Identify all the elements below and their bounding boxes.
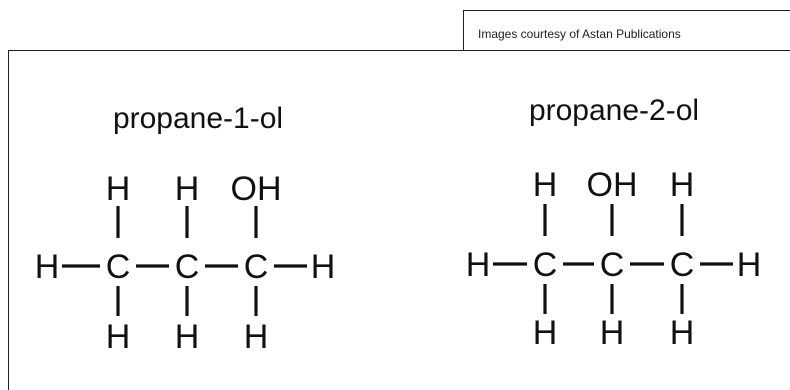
atom-carbon-1: C xyxy=(533,246,558,284)
atom-carbon-2: C xyxy=(600,246,625,284)
atom-left: H xyxy=(35,248,60,286)
atom-carbon-1: C xyxy=(106,248,131,286)
molecule-propane-1-ol: propane-1-ol H H OH H C C C H H H H xyxy=(35,102,336,356)
atom-left: H xyxy=(466,246,491,284)
molecule-propane-2-ol: propane-2-ol H OH H H C C C H H H H xyxy=(466,94,762,352)
atom-top-3: H xyxy=(670,166,695,204)
molecule-title: propane-2-ol xyxy=(529,94,699,127)
atom-top-2: OH xyxy=(587,166,638,204)
atom-bottom-1: H xyxy=(106,318,131,356)
diagram-frame xyxy=(8,50,790,390)
atom-bottom-2: H xyxy=(175,318,200,356)
atom-right: H xyxy=(737,246,762,284)
atom-carbon-3: C xyxy=(244,248,269,286)
atom-bottom-2: H xyxy=(600,314,625,352)
atom-right: H xyxy=(311,248,336,286)
atom-top-1: H xyxy=(533,166,558,204)
atom-top-3: OH xyxy=(231,170,282,208)
atom-bottom-3: H xyxy=(244,318,269,356)
credit-box xyxy=(463,10,790,50)
molecule-title: propane-1-ol xyxy=(113,102,283,135)
image-credit: Images courtesy of Astan Publications xyxy=(478,27,681,41)
atom-top-1: H xyxy=(106,170,131,208)
atom-bottom-3: H xyxy=(670,314,695,352)
atom-carbon-2: C xyxy=(175,248,200,286)
atom-carbon-3: C xyxy=(670,246,695,284)
atom-top-2: H xyxy=(175,170,200,208)
atom-bottom-1: H xyxy=(533,314,558,352)
